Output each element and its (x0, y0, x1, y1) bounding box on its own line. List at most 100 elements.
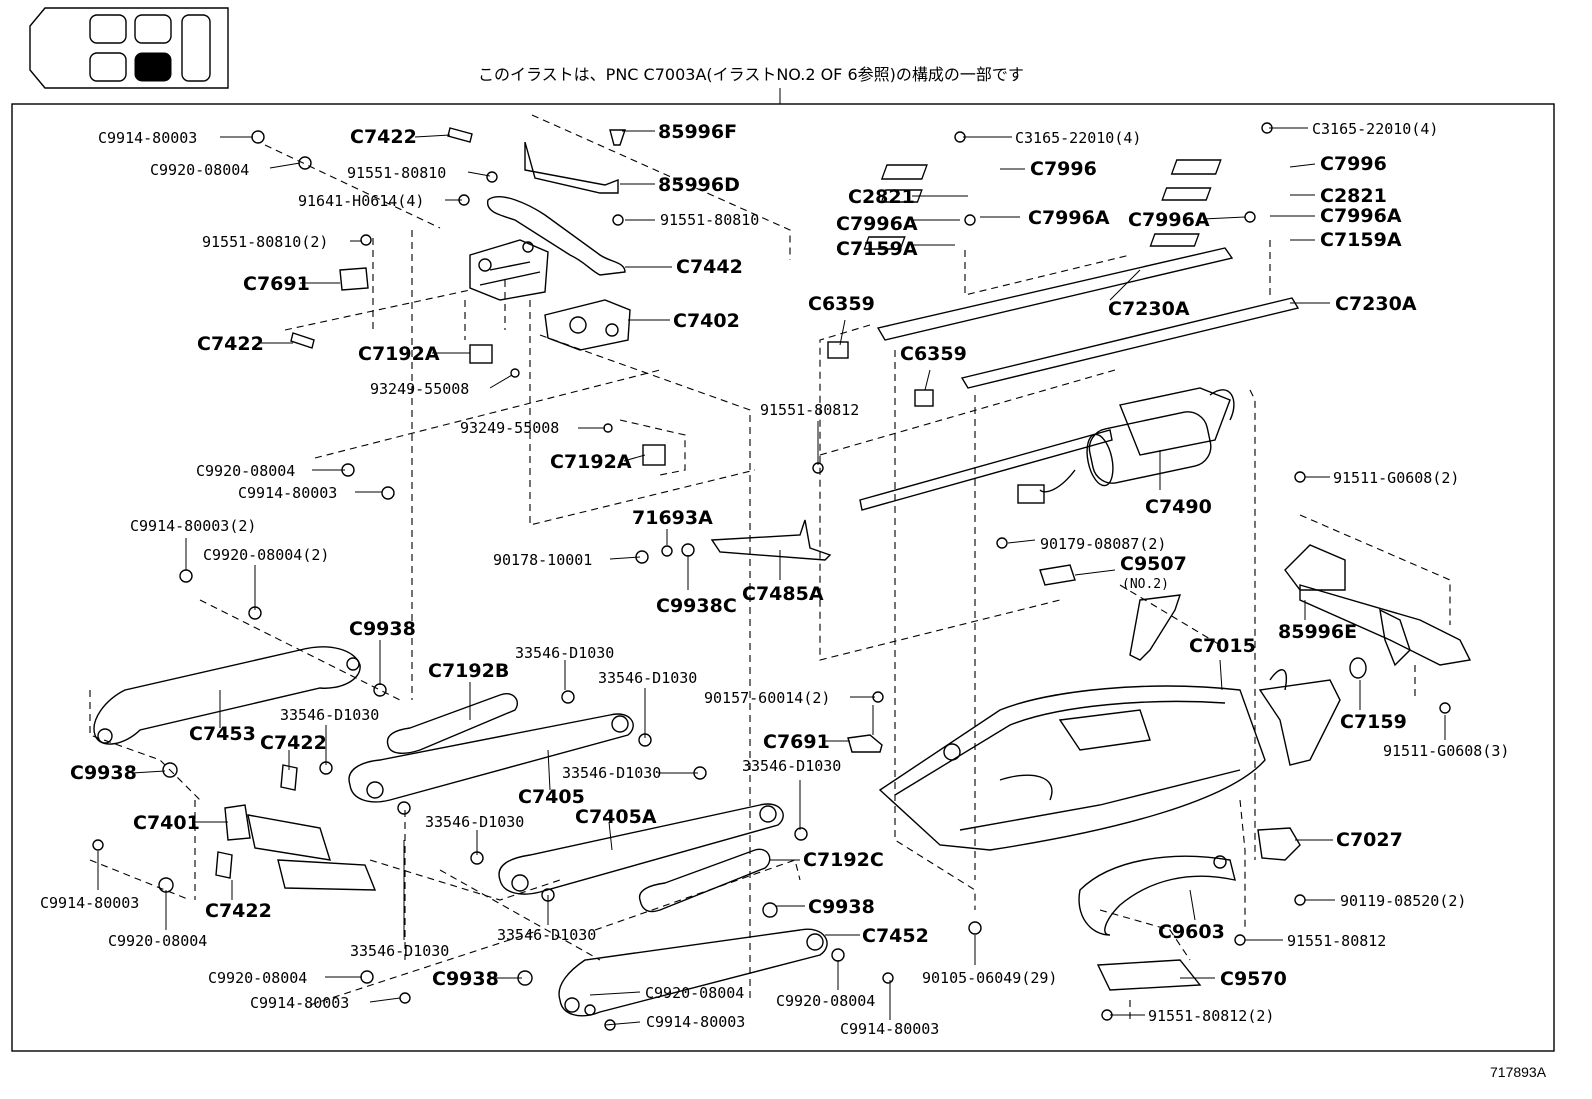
selected-locator-cell (134, 52, 172, 82)
part-callout-label[interactable]: C7996 (1030, 158, 1097, 180)
part-callout-label[interactable]: C7159A (1320, 229, 1402, 251)
part-callout-label[interactable]: 33546-D1030 (280, 706, 379, 724)
part-callout-label[interactable]: 90105-06049(29) (922, 969, 1057, 987)
part-callout-label[interactable]: C6359 (808, 293, 875, 315)
part-callout-label[interactable]: C7230A (1108, 298, 1190, 320)
part-callout-label[interactable]: C9914-80003 (238, 484, 337, 502)
part-callout-label[interactable]: C7490 (1145, 496, 1212, 518)
part-callout-label[interactable]: C9603 (1158, 921, 1225, 943)
part-callout-label[interactable]: C9938 (432, 968, 499, 990)
part-callout-label[interactable]: 33546-D1030 (562, 764, 661, 782)
part-callout-label[interactable]: 91551-80810 (660, 211, 759, 229)
locator-thumbnail[interactable] (29, 7, 229, 89)
part-callout-label[interactable]: 93249-55008 (460, 419, 559, 437)
part-callout-label[interactable]: C3165-22010(4) (1015, 129, 1141, 147)
part-callout-label[interactable]: C7192C (803, 849, 884, 871)
part-callout-label[interactable]: C7442 (676, 256, 743, 278)
part-callout-label[interactable]: 33546-D1030 (350, 942, 449, 960)
part-callout-label[interactable]: 91551-80812 (760, 401, 859, 419)
part-callout-label[interactable]: C9920-08004 (208, 969, 307, 987)
part-callout-label[interactable]: C9920-08004 (150, 161, 249, 179)
part-callout-label[interactable]: C9570 (1220, 968, 1287, 990)
part-callout-label[interactable]: C7453 (189, 723, 256, 745)
part-callout-label[interactable]: 85996E (1278, 621, 1357, 643)
part-callout-label[interactable]: C7401 (133, 812, 200, 834)
part-callout-label[interactable]: 33546-D1030 (598, 669, 697, 687)
motor-assembly (859, 387, 1235, 511)
part-callout-label[interactable]: 91551-80810 (347, 164, 446, 182)
part-callout-label[interactable]: C7192A (550, 451, 632, 473)
part-callout-label[interactable]: C9914-80003 (98, 129, 197, 147)
part-callout-label[interactable]: C7691 (763, 731, 830, 753)
part-callout-label[interactable]: C9507 (1120, 553, 1187, 575)
part-callout-label[interactable]: C9914-80003 (840, 1020, 939, 1038)
part-callout-label[interactable]: 93249-55008 (370, 380, 469, 398)
part-callout-label[interactable]: C9914-80003(2) (130, 517, 256, 535)
part-callout-label[interactable]: C7422 (260, 732, 327, 754)
part-callout-label[interactable]: C7159A (836, 238, 918, 260)
part-callout-label[interactable]: C7452 (862, 925, 929, 947)
part-callout-label[interactable]: C7996A (836, 213, 918, 235)
part-callout-label[interactable]: 91551-80810(2) (202, 233, 328, 251)
part-callout-label[interactable]: 91511-G0608(3) (1383, 742, 1509, 760)
part-callout-label[interactable]: 90178-10001 (493, 551, 592, 569)
part-callout-label[interactable]: C7996A (1128, 209, 1210, 231)
part-callout-label[interactable]: C7402 (673, 310, 740, 332)
part-callout-label[interactable]: 90119-08520(2) (1340, 892, 1466, 910)
lower-bracket-assembly (215, 764, 377, 891)
part-callout-label[interactable]: 91511-G0608(2) (1333, 469, 1459, 487)
part-callout-label[interactable]: 91641-H0614(4) (298, 192, 424, 210)
part-callout-label[interactable]: C7996 (1320, 153, 1387, 175)
part-callout-label[interactable]: 90179-08087(2) (1040, 535, 1166, 553)
part-callout-label[interactable]: C2821 (848, 186, 915, 208)
part-callout-label[interactable]: 91551-80812(2) (1148, 1007, 1274, 1025)
part-callout-label[interactable]: 85996D (658, 174, 740, 196)
part-callout-label[interactable]: C6359 (900, 343, 967, 365)
part-callout-label[interactable]: C7192B (428, 660, 509, 682)
part-callout-label[interactable]: C9920-08004 (776, 992, 875, 1010)
callout-labels: C9914-80003 C9920-08004 C7422 91551-8081… (40, 120, 1509, 1038)
part-callout-label[interactable]: C9920-08004 (108, 932, 207, 950)
part-callout-label[interactable]: C9914-80003 (40, 894, 139, 912)
part-callout-label[interactable]: 33546-D1030 (742, 757, 841, 775)
part-callout-label[interactable]: C9938 (349, 618, 416, 640)
part-callout-label[interactable]: C9914-80003 (250, 994, 349, 1012)
part-callout-label[interactable]: 71693A (632, 507, 713, 529)
part-callout-label[interactable]: 33546-D1030 (425, 813, 524, 831)
lower-right-parts (710, 519, 1301, 991)
illustration-id: 717893A (1490, 1064, 1547, 1080)
part-callout-label[interactable]: (NO.2) (1122, 577, 1169, 592)
part-callout-label[interactable]: C7422 (350, 126, 417, 148)
part-callout-label[interactable]: C9938 (70, 762, 137, 784)
part-callout-label[interactable]: 85996F (658, 121, 737, 143)
part-callout-label[interactable]: C7405 (518, 786, 585, 808)
link-arms (93, 646, 828, 1017)
part-callout-label[interactable]: C2821 (1320, 185, 1387, 207)
part-callout-label[interactable]: C9920-08004(2) (203, 546, 329, 564)
part-callout-label[interactable]: C7192A (358, 343, 440, 365)
part-callout-label[interactable]: C7405A (575, 806, 657, 828)
part-callout-label[interactable]: C9938 (808, 896, 875, 918)
part-callout-label[interactable]: C7996A (1028, 207, 1110, 229)
part-callout-label[interactable]: 91551-80812 (1287, 932, 1386, 950)
part-callout-label[interactable]: C7422 (205, 900, 272, 922)
part-callout-label[interactable]: C7485A (742, 583, 824, 605)
header-note: このイラストは、PNC C7003A(イラストNO.2 OF 6参照)の構成の一… (478, 65, 1024, 84)
part-callout-label[interactable]: C7422 (197, 333, 264, 355)
part-callout-label[interactable]: C9914-80003 (646, 1013, 745, 1031)
part-callout-label[interactable]: C7691 (243, 273, 310, 295)
part-callout-label[interactable]: 33546-D1030 (497, 926, 596, 944)
part-callout-label[interactable]: C7996A (1320, 205, 1402, 227)
part-callout-label[interactable]: C7027 (1336, 829, 1403, 851)
part-callout-label[interactable]: C7159 (1340, 711, 1407, 733)
upper-hinge-assembly (290, 127, 666, 466)
part-callout-label[interactable]: C3165-22010(4) (1312, 120, 1438, 138)
part-callout-label[interactable]: C9920-08004 (196, 462, 295, 480)
part-callout-label[interactable]: C9938C (656, 595, 737, 617)
part-callout-label[interactable]: C7015 (1189, 635, 1256, 657)
part-callout-label[interactable]: C7230A (1335, 293, 1417, 315)
part-callout-label[interactable]: 90157-60014(2) (704, 689, 830, 707)
part-callout-label[interactable]: C9920-08004 (645, 984, 744, 1002)
part-callout-label[interactable]: 33546-D1030 (515, 644, 614, 662)
